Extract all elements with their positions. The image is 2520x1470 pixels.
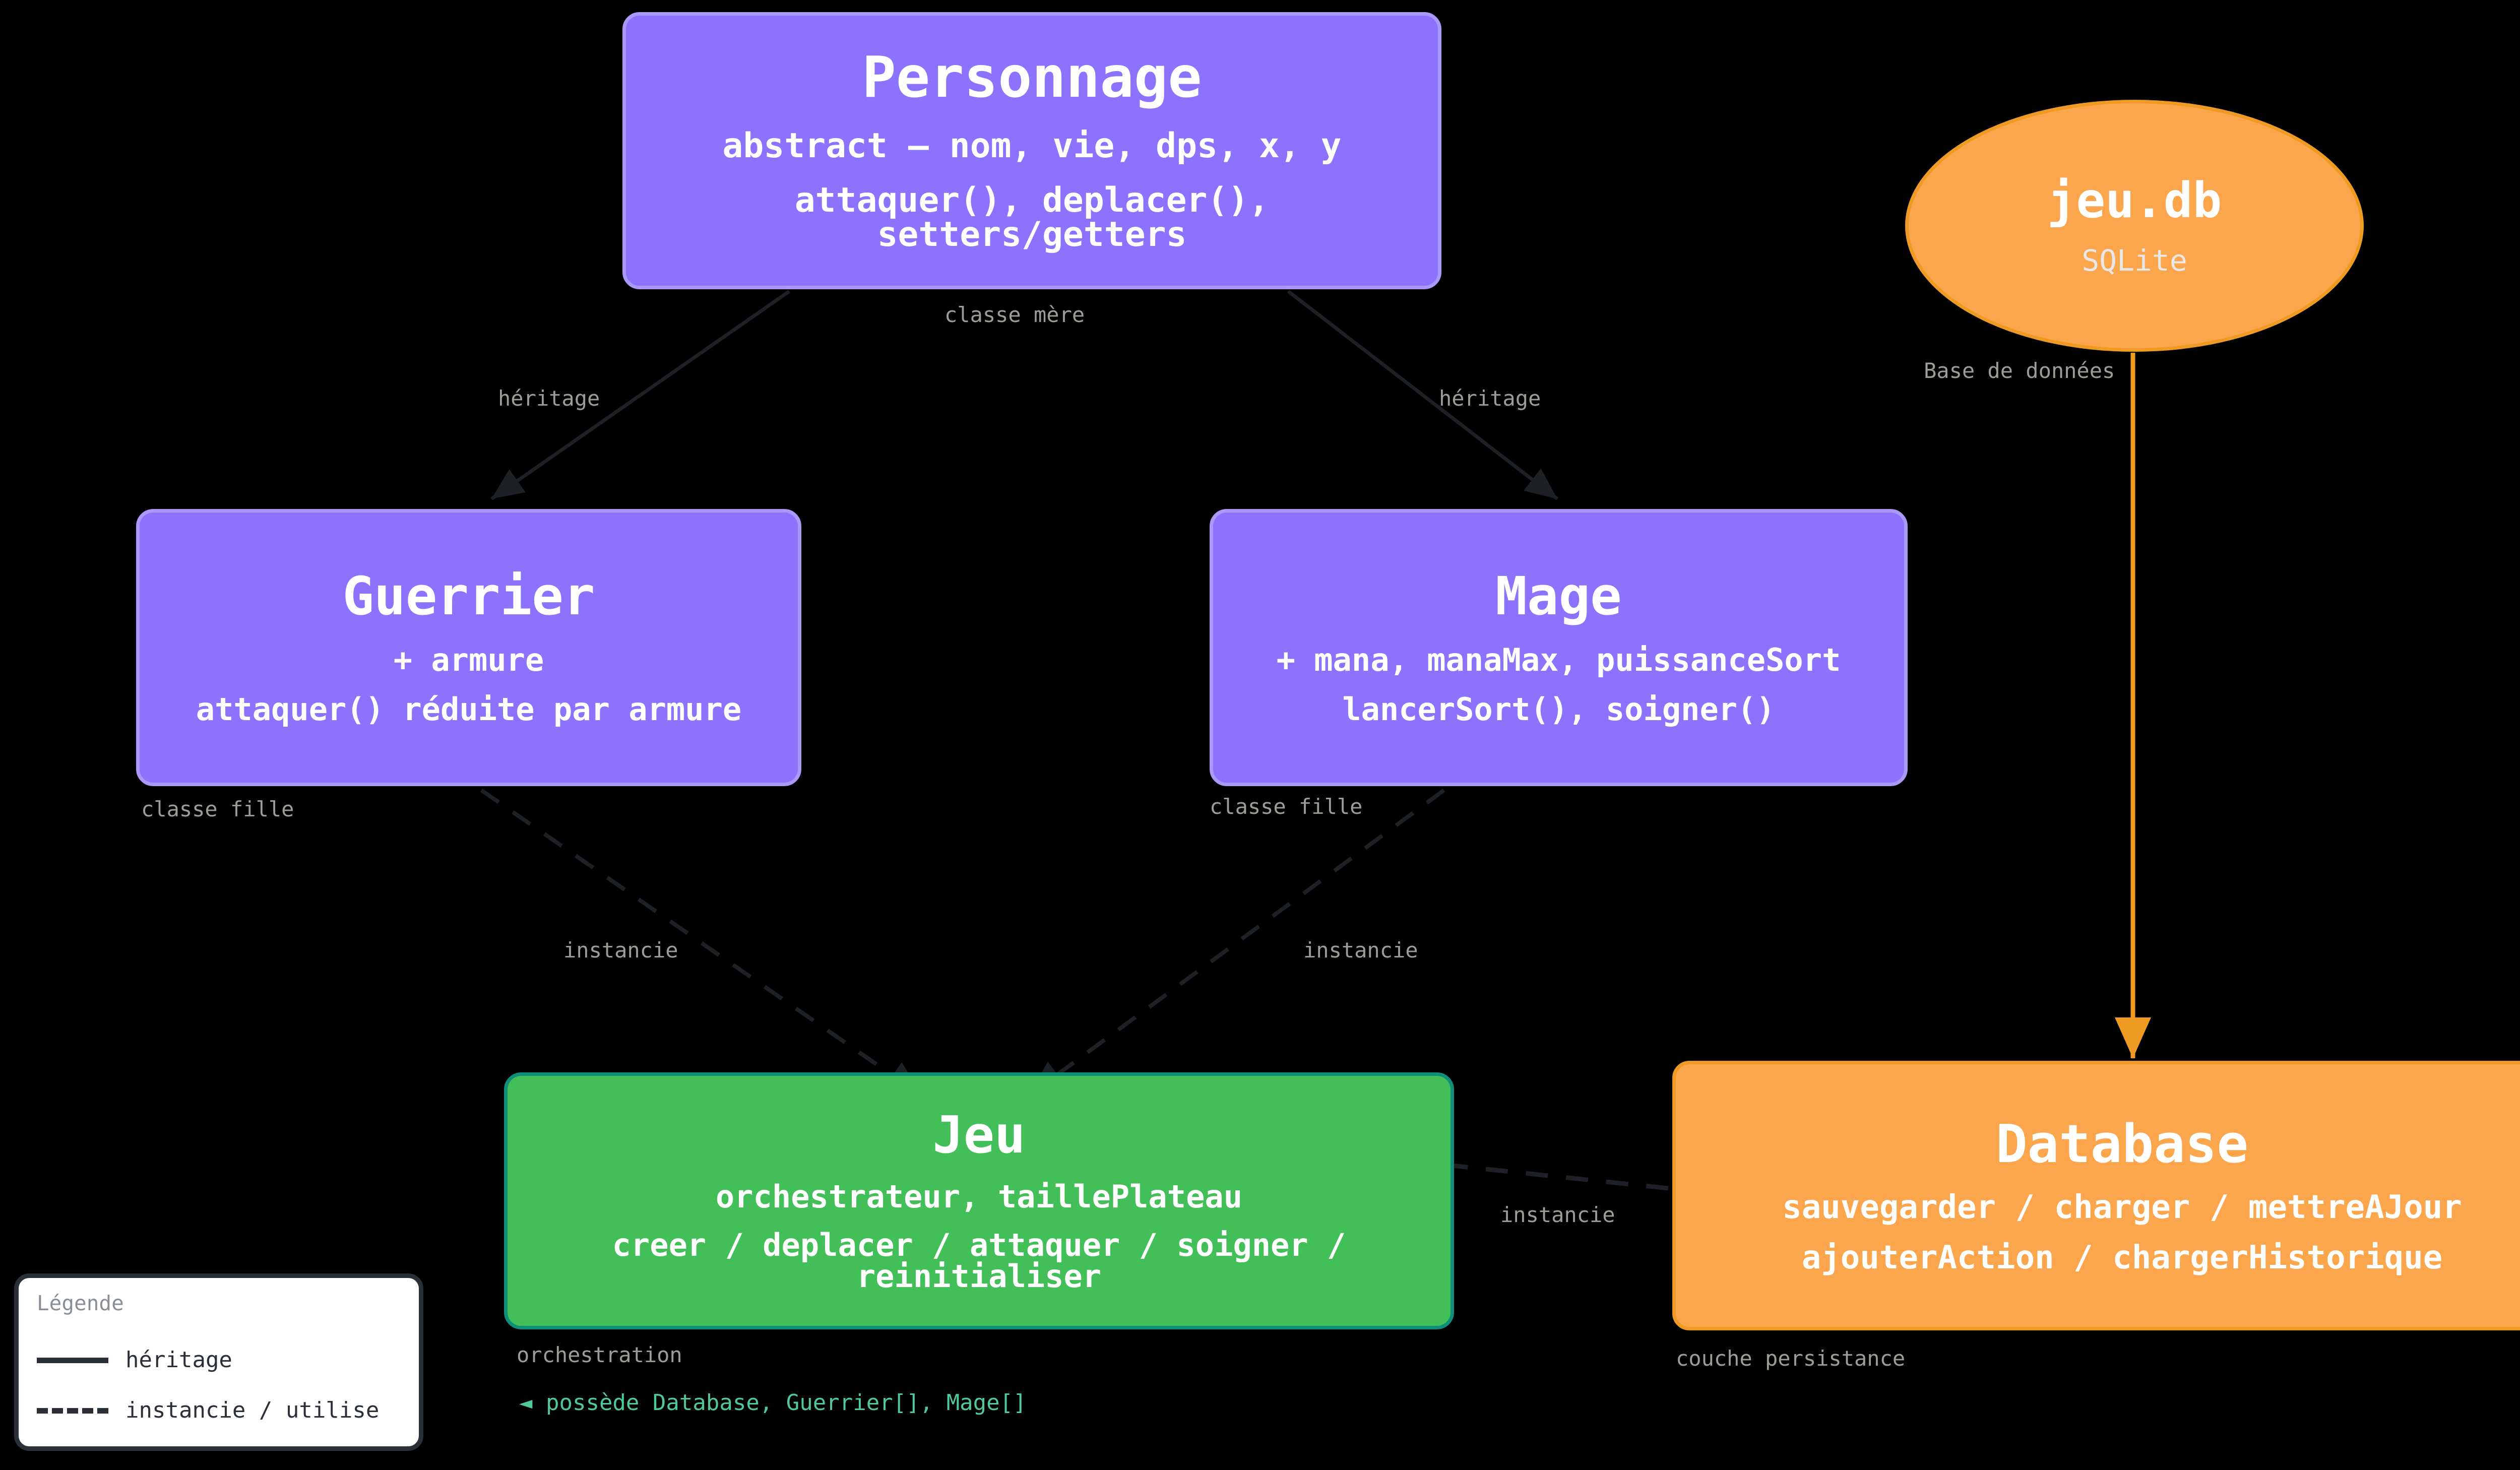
legend-item-instancie-label: instancie / utilise — [125, 1397, 380, 1423]
edge-instancie-guerrier-jeu — [480, 788, 924, 1098]
node-database-methods-1: sauvegarder / charger / mettreAJour — [1782, 1188, 2462, 1226]
edge-label-orchestration: orchestration — [517, 1343, 682, 1367]
node-database-methods-2: ajouterAction / chargerHistorique — [1801, 1239, 2443, 1276]
edge-label-instancie-database: instancie — [1500, 1202, 1615, 1227]
legend-item-heritage: héritage — [37, 1348, 401, 1372]
node-mage[interactable]: Mage + mana, manaMax, puissanceSort lanc… — [1210, 509, 1908, 786]
node-jeu-methods: creer / deplacer / attaquer / soigner / … — [612, 1227, 1346, 1295]
node-jeu-db-title: jeu.db — [2047, 172, 2222, 229]
legend-panel: Légende héritage instancie / utilise — [14, 1273, 423, 1451]
edge-label-classe-fille-right: classe fille — [1210, 794, 1363, 819]
node-mage-methods: lancerSort(), soigner() — [1342, 691, 1775, 728]
edge-label-instancie-left: instancie — [563, 938, 678, 963]
solid-line-icon — [37, 1357, 108, 1363]
edge-label-couche-persistance: couche persistance — [1676, 1346, 1906, 1371]
node-mage-title: Mage — [1495, 565, 1622, 627]
node-jeu[interactable]: Jeu orchestrateur, taillePlateau creer /… — [504, 1072, 1454, 1329]
edge-label-instancie-right: instancie — [1303, 938, 1418, 963]
note-possede-database: ◄ possède Database, Guerrier[], Mage[] — [519, 1390, 1027, 1416]
node-database-title: Database — [1996, 1113, 2248, 1175]
node-jeu-db-subtitle: SQLite — [2082, 243, 2187, 278]
node-personnage-attributes: abstract — nom, vie, dps, x, y — [722, 126, 1342, 166]
node-personnage-title: Personnage — [862, 45, 1202, 110]
node-personnage[interactable]: Personnage abstract — nom, vie, dps, x, … — [622, 12, 1441, 289]
node-guerrier[interactable]: Guerrier + armure attaquer() réduite par… — [136, 509, 801, 786]
edge-label-classe-mere: classe mère — [944, 302, 1085, 327]
legend-item-heritage-label: héritage — [125, 1347, 232, 1373]
node-mage-attributes: + mana, manaMax, puissanceSort — [1276, 642, 1841, 678]
legend-title: Légende — [37, 1291, 124, 1315]
node-jeu-db-datastore[interactable]: jeu.db SQLite — [1905, 100, 2364, 352]
node-jeu-title: Jeu — [932, 1105, 1026, 1165]
node-guerrier-attributes: + armure — [393, 642, 544, 678]
node-guerrier-methods: attaquer() réduite par armure — [196, 691, 742, 728]
edge-label-heritage-left: héritage — [498, 386, 600, 411]
dashed-line-icon — [37, 1408, 108, 1414]
edge-label-heritage-right: héritage — [1439, 386, 1541, 411]
node-database[interactable]: Database sauvegarder / charger / mettreA… — [1672, 1061, 2520, 1330]
edge-label-classe-fille-left: classe fille — [141, 797, 294, 821]
node-personnage-methods: attaquer(), deplacer(), setters/getters — [794, 180, 1270, 254]
node-jeu-attributes: orchestrateur, taillePlateau — [715, 1178, 1243, 1215]
legend-item-instancie: instancie / utilise — [37, 1398, 401, 1423]
edge-label-base-de-donnees: Base de données — [1924, 358, 2115, 383]
node-guerrier-title: Guerrier — [342, 565, 595, 627]
